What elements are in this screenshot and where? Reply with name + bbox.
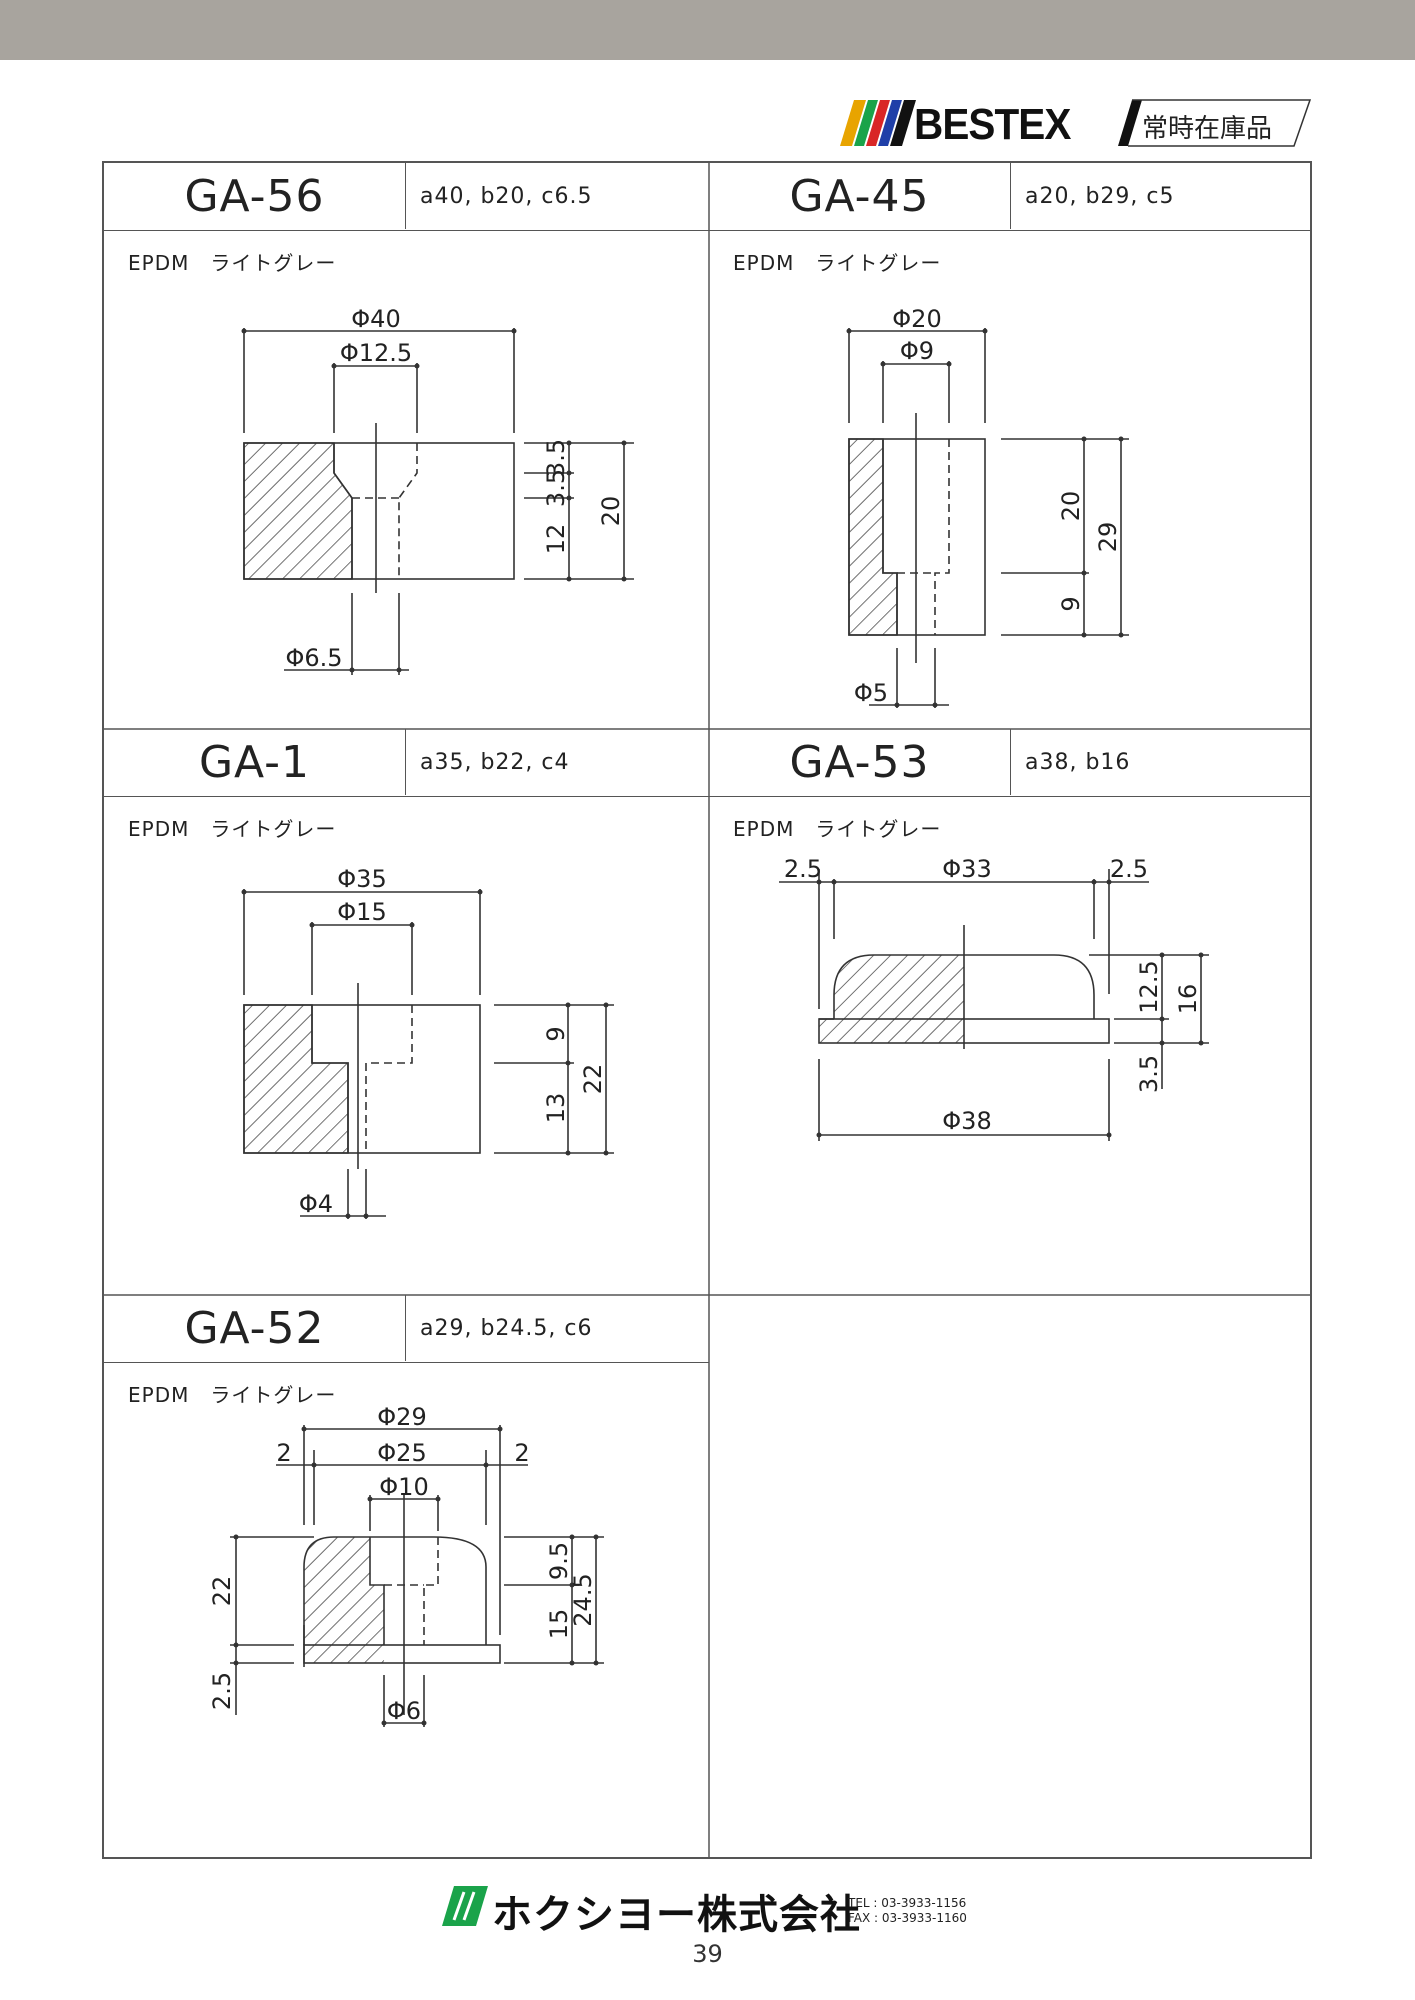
product-code: GA-45 xyxy=(709,163,1011,229)
product-ga-1: GA-1 a35, b22, c4 EPDM ライトグレー xyxy=(104,729,709,1295)
technical-drawing: Φ20 Φ9 Φ5 20 9 29 xyxy=(846,305,1129,708)
brand-logo: BESTEX 常時在庫品 xyxy=(832,96,1312,152)
dim-label: 2.5 xyxy=(208,1672,236,1710)
dim-label: 9.5 xyxy=(545,1542,573,1580)
dim-label: 13 xyxy=(542,1093,570,1124)
top-bar xyxy=(0,0,1415,60)
dim-label: 16 xyxy=(1174,984,1202,1015)
dim-label: 2.5 xyxy=(784,855,822,883)
dim-label: Φ29 xyxy=(377,1403,426,1431)
page-number: 39 xyxy=(692,1940,723,1968)
dim-label: 22 xyxy=(208,1576,236,1607)
product-ga-52: GA-52 a29, b24.5, c6 EPDM ライトグレー xyxy=(104,1295,709,1857)
dim-label: Φ20 xyxy=(892,305,941,333)
dim-label: Φ15 xyxy=(337,898,386,926)
dim-label: Φ12.5 xyxy=(340,339,412,367)
product-header: GA-56 a40, b20, c6.5 xyxy=(104,163,709,231)
dim-label: 3.5 xyxy=(1135,1055,1163,1093)
dim-label: Φ4 xyxy=(299,1190,333,1218)
grid-lines xyxy=(104,163,1310,1857)
dim-label: 15 xyxy=(545,1609,573,1640)
dim-label: Φ35 xyxy=(337,865,386,893)
dim-label: 12.5 xyxy=(1135,960,1163,1013)
dim-label: Φ10 xyxy=(379,1473,428,1501)
product-ga-53: GA-53 a38, b16 EPDM ライトグレー xyxy=(709,729,1310,1295)
product-material: EPDM ライトグレー xyxy=(128,1383,337,1407)
dim-label: 3.5 xyxy=(542,469,570,507)
product-dimensions: a35, b22, c4 xyxy=(420,749,570,775)
product-material: EPDM ライトグレー xyxy=(733,251,942,275)
brand-name: BESTEX xyxy=(914,100,1071,149)
product-ga-45: GA-45 a20, b29, c5 EPDM ライトグレー xyxy=(709,163,1310,729)
company-name: ホクシヨー株式会社 xyxy=(492,1892,861,1938)
product-header: GA-1 a35, b22, c4 xyxy=(104,729,709,797)
tel: TEL : 03-3933-1156 xyxy=(848,1896,967,1910)
dim-label: Φ6.5 xyxy=(285,644,342,672)
product-header: GA-45 a20, b29, c5 xyxy=(709,163,1310,231)
product-material: EPDM ライトグレー xyxy=(128,817,337,841)
dim-label: 2.5 xyxy=(1110,855,1148,883)
dim-label: 20 xyxy=(597,496,625,527)
product-code: GA-53 xyxy=(709,729,1011,795)
dim-label: Φ5 xyxy=(854,679,888,707)
product-code: GA-1 xyxy=(104,729,406,795)
stock-note: 常時在庫品 xyxy=(1142,114,1273,144)
dim-label: 3.5 xyxy=(542,439,570,477)
dim-label: 9 xyxy=(542,1026,570,1041)
dim-label: 2 xyxy=(514,1439,529,1467)
product-ga-56: GA-56 a40, b20, c6.5 EPDM ライトグレー xyxy=(104,163,709,729)
dim-label: 9 xyxy=(1057,596,1085,611)
dim-label: Φ40 xyxy=(351,305,400,333)
product-header: GA-53 a38, b16 xyxy=(709,729,1310,797)
product-code: GA-56 xyxy=(104,163,406,229)
dim-label: Φ6 xyxy=(387,1697,421,1725)
product-dimensions: a20, b29, c5 xyxy=(1025,183,1175,209)
contact-info: TEL : 03-3933-1156 FAX : 03-3933-1160 xyxy=(848,1896,967,1926)
brand-stripes-icon xyxy=(840,99,1312,147)
technical-drawing: Φ29 2 Φ25 2 Φ10 Φ6 22 2.5 9.5 15 24.5 xyxy=(208,1403,604,1727)
dim-label: 22 xyxy=(579,1064,607,1095)
product-material: EPDM ライトグレー xyxy=(128,251,337,275)
product-grid: GA-56 a40, b20, c6.5 EPDM ライトグレー xyxy=(102,161,1312,1859)
product-dimensions: a38, b16 xyxy=(1025,749,1131,775)
product-material: EPDM ライトグレー xyxy=(733,817,942,841)
dim-label: 29 xyxy=(1094,522,1122,553)
product-dimensions: a40, b20, c6.5 xyxy=(420,183,593,209)
dim-label: Φ38 xyxy=(942,1107,991,1135)
dim-label: 2 xyxy=(276,1439,291,1467)
technical-drawing: 2.5 Φ33 2.5 Φ38 12.5 16 3.5 xyxy=(779,855,1209,1141)
dim-label: Φ9 xyxy=(900,337,934,365)
company-logo-icon xyxy=(442,1886,488,1926)
product-code: GA-52 xyxy=(104,1295,406,1361)
dim-label: 24.5 xyxy=(569,1573,597,1626)
product-header: GA-52 a29, b24.5, c6 xyxy=(104,1295,709,1363)
dim-label: Φ25 xyxy=(377,1439,426,1467)
product-dimensions: a29, b24.5, c6 xyxy=(420,1315,593,1341)
technical-drawing: Φ35 Φ15 Φ4 9 13 22 xyxy=(241,865,614,1219)
dim-label: 12 xyxy=(542,524,570,555)
dim-label: 20 xyxy=(1057,491,1085,522)
dim-label: Φ33 xyxy=(942,855,991,883)
fax: FAX : 03-3933-1160 xyxy=(848,1911,967,1925)
technical-drawing: Φ40 Φ12.5 Φ6.5 3.5 3.5 12 20 xyxy=(241,305,634,675)
